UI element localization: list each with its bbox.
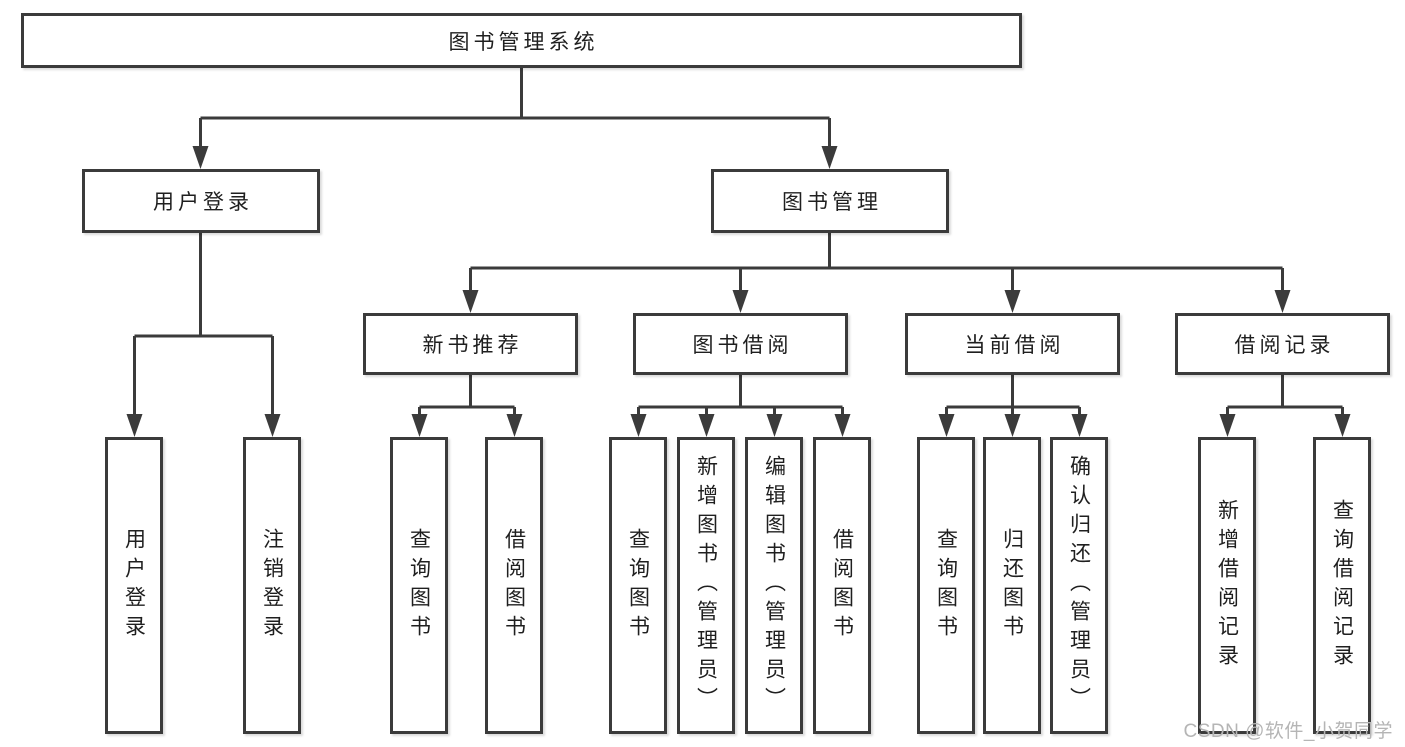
- watermark: CSDN @软件_小贺同学: [1183, 721, 1393, 742]
- node-label: 借阅记录: [1234, 334, 1335, 357]
- node-user-login: 用户登录: [82, 169, 320, 233]
- node-label: 查询图书: [407, 527, 431, 644]
- node-label: 借阅图书: [502, 527, 526, 644]
- node-label: 归还图书: [1000, 527, 1024, 644]
- connector-lines: [133, 68, 1344, 418]
- leaf-borrow-books-recommend: 借阅图书: [485, 437, 543, 734]
- node-label: 图书管理: [782, 191, 882, 214]
- node-label: 图书管理系统: [448, 30, 599, 54]
- leaf-borrow-books: 借阅图书: [813, 437, 871, 734]
- leaf-query-books-current: 查询图书: [917, 437, 975, 734]
- node-label: 图书借阅: [692, 334, 793, 357]
- node-borrowing-records: 借阅记录: [1175, 313, 1390, 375]
- leaf-return-books: 归还图书: [983, 437, 1041, 734]
- node-label: 新增图书（管理员）: [694, 455, 718, 716]
- node-current-borrowing: 当前借阅: [905, 313, 1120, 375]
- leaf-query-books-recommend: 查询图书: [390, 437, 448, 734]
- arrowhead-icons: [126, 146, 1351, 437]
- node-label: 新书推荐: [422, 334, 523, 357]
- node-label: 新增借阅记录: [1215, 498, 1239, 673]
- node-book-borrowing: 图书借阅: [633, 313, 848, 375]
- node-label: 借阅图书: [830, 527, 854, 644]
- node-book-management: 图书管理: [711, 169, 949, 233]
- leaf-add-borrow-record: 新增借阅记录: [1198, 437, 1256, 734]
- node-label: 用户登录: [153, 191, 253, 214]
- node-label: 查询借阅记录: [1330, 498, 1354, 673]
- node-label: 当前借阅: [964, 334, 1065, 357]
- leaf-user-login: 用户登录: [105, 437, 163, 734]
- node-label: 编辑图书（管理员）: [762, 455, 786, 716]
- node-label: 查询图书: [626, 527, 650, 644]
- node-label: 查询图书: [934, 527, 958, 644]
- node-library-management-system: 图书管理系统: [21, 13, 1022, 68]
- leaf-confirm-return-admin: 确认归还（管理员）: [1050, 437, 1108, 734]
- leaf-logout-login: 注销登录: [243, 437, 301, 734]
- leaf-add-book-admin: 新增图书（管理员）: [677, 437, 735, 734]
- leaf-query-borrow-record: 查询借阅记录: [1313, 437, 1371, 734]
- node-label: 用户登录: [122, 527, 146, 644]
- node-label: 确认归还（管理员）: [1067, 455, 1091, 716]
- leaf-edit-book-admin: 编辑图书（管理员）: [745, 437, 803, 734]
- leaf-query-books-borrowing: 查询图书: [609, 437, 667, 734]
- node-new-book-recommendation: 新书推荐: [363, 313, 578, 375]
- node-label: 注销登录: [260, 527, 284, 644]
